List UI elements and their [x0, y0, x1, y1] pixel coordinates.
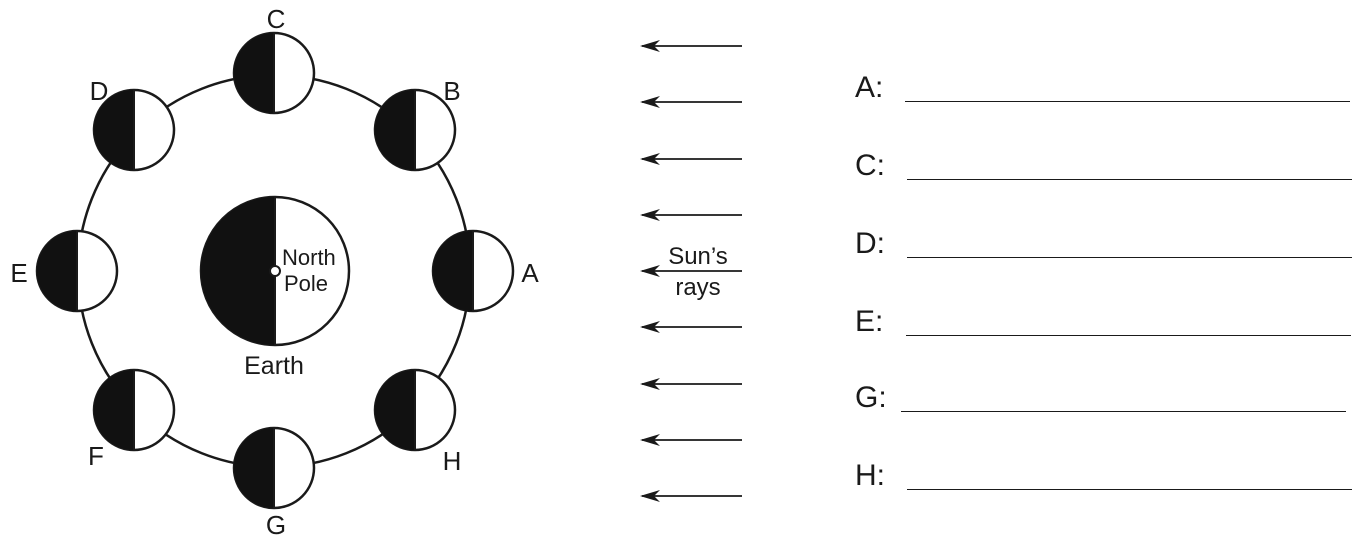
- sun-ray-arrow: [640, 321, 742, 333]
- answer-label-c: C:: [855, 148, 885, 184]
- earth: North Pole: [201, 197, 349, 345]
- answer-row-e: E:: [855, 304, 1355, 344]
- answer-blank-c[interactable]: [907, 179, 1352, 180]
- north-pole-label-line1: North: [282, 245, 336, 270]
- sun-ray-arrow: [640, 490, 742, 502]
- moon-c: [234, 33, 314, 113]
- sun-ray-arrow: [640, 434, 742, 446]
- position-label-d: D: [90, 76, 109, 106]
- moon-f: [94, 370, 174, 450]
- answer-row-d: D:: [855, 226, 1355, 266]
- answer-label-h: H:: [855, 458, 885, 494]
- moon-h: [375, 370, 455, 450]
- answer-label-g: G:: [855, 380, 887, 416]
- answer-row-c: C:: [855, 148, 1355, 188]
- north-pole-label-line2: Pole: [284, 271, 328, 296]
- answer-blank-h[interactable]: [907, 489, 1352, 490]
- moon-e: [37, 231, 117, 311]
- position-label-h: H: [443, 446, 462, 476]
- sun-ray-arrow: [640, 153, 742, 165]
- north-pole-dot: [270, 266, 280, 276]
- sun-ray-arrow: [640, 96, 742, 108]
- position-label-e: E: [10, 258, 27, 288]
- answer-label-a: A:: [855, 70, 883, 106]
- position-label-c: C: [267, 4, 286, 34]
- sun-ray-arrow: [640, 40, 742, 52]
- position-label-a: A: [521, 258, 539, 288]
- position-label-f: F: [88, 441, 104, 471]
- position-label-g: G: [266, 510, 286, 538]
- answer-label-d: D:: [855, 226, 885, 262]
- answer-label-e: E:: [855, 304, 883, 340]
- answer-row-g: G:: [855, 380, 1355, 420]
- answer-blank-d[interactable]: [907, 257, 1352, 258]
- sun-rays-label-line2: rays: [675, 274, 720, 301]
- sun-ray-arrow: [640, 209, 742, 221]
- answer-blank-g[interactable]: [901, 411, 1346, 412]
- earth-label: Earth: [244, 352, 304, 380]
- answer-row-a: A:: [855, 70, 1355, 110]
- answer-blank-a[interactable]: [905, 101, 1350, 102]
- sun-rays: [640, 40, 742, 502]
- position-label-b: B: [443, 76, 460, 106]
- sun-ray-arrow: [640, 378, 742, 390]
- sun-rays-label-line1: Sun’s: [668, 243, 728, 270]
- moon-g: [234, 428, 314, 508]
- answer-row-h: H:: [855, 458, 1355, 498]
- answer-blank-e[interactable]: [906, 335, 1351, 336]
- moon-a: [433, 231, 513, 311]
